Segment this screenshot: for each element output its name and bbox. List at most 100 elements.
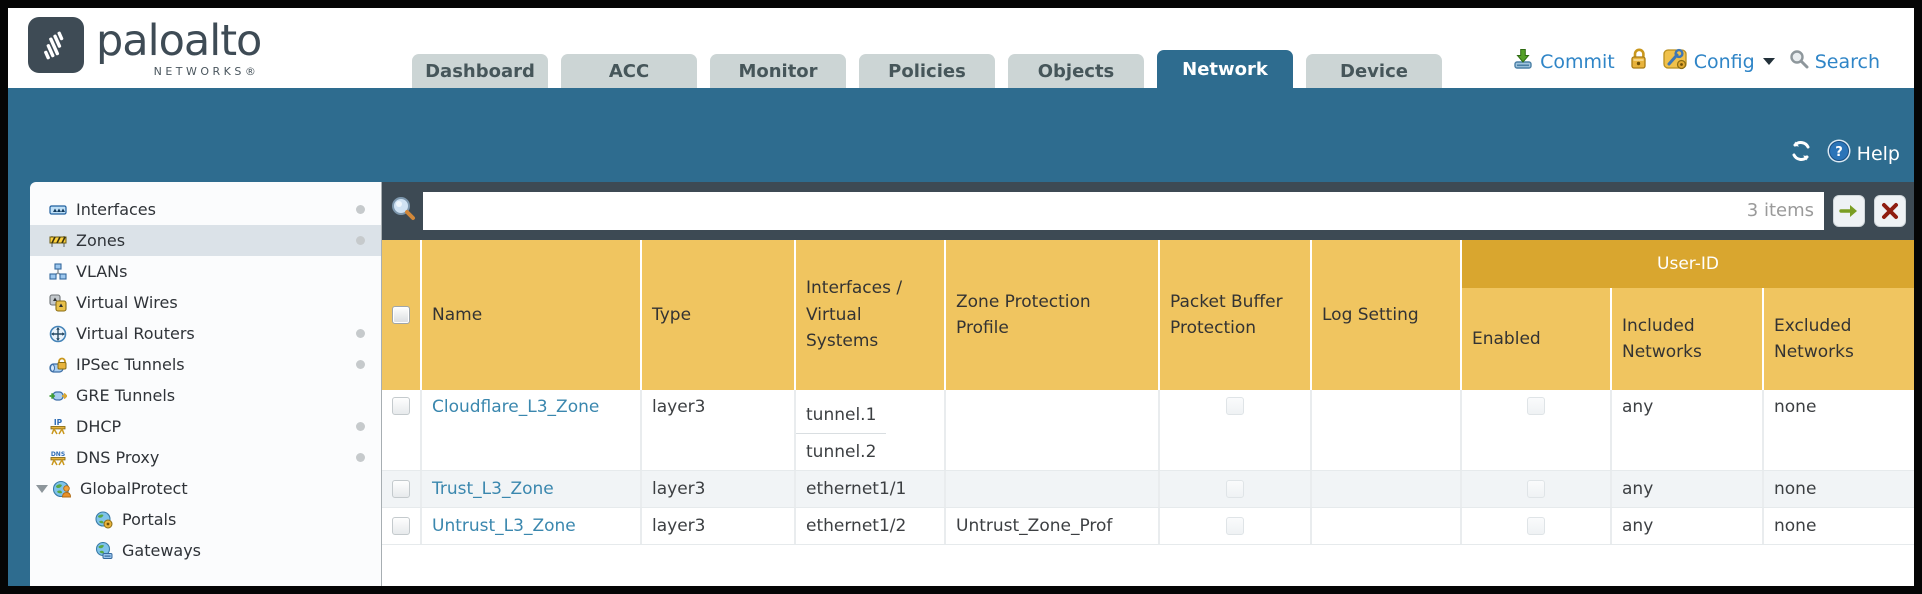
virtual-wires-icon [48,293,68,312]
tab-policies[interactable]: Policies [859,54,995,88]
config-menu-button[interactable]: Config [1663,47,1775,76]
sidebar-item-virtual-routers[interactable]: Virtual Routers [30,318,381,349]
tab-dashboard[interactable]: Dashboard [412,54,548,88]
commit-label: Commit [1540,50,1615,73]
zone-interfaces-cell: ethernet1/2 [796,508,944,544]
sidebar-item-vlans[interactable]: VLANs [30,256,381,287]
status-dot [356,329,365,338]
sidebar-item-dhcp[interactable]: IP DHCP [30,411,381,442]
apply-filter-button[interactable] [1833,195,1865,227]
packet-buffer-protection-checkbox[interactable] [1226,480,1244,498]
tab-objects[interactable]: Objects [1008,54,1144,88]
expand-caret-icon[interactable] [36,484,48,493]
column-header-name[interactable]: Name [422,240,640,390]
zone-name-link[interactable]: Untrust_L3_Zone [432,516,576,536]
sidebar-item-label: Portals [122,510,177,529]
main-nav-tabs: Dashboard ACC Monitor Policies Objects N… [412,50,1442,88]
log-setting-cell [1312,508,1460,544]
status-dot [356,236,365,245]
column-header-zone-protection-profile[interactable]: Zone Protection Profile [946,240,1158,390]
globalprotect-icon [52,480,72,498]
row-checkbox[interactable] [392,480,410,498]
sidebar-item-virtual-wires[interactable]: Virtual Wires [30,287,381,318]
sidebar-item-gateways[interactable]: Gateways [30,535,381,566]
green-arrow-icon [1839,205,1857,217]
sidebar-item-dns-proxy[interactable]: DNS DNS Proxy [30,442,381,473]
select-all-checkbox[interactable] [392,306,410,324]
tab-monitor[interactable]: Monitor [710,54,846,88]
status-dot [356,205,365,214]
paloalto-logo-icon [28,17,84,73]
excluded-networks-cell: none [1764,471,1914,507]
status-dot [356,453,365,462]
svg-text:DNS: DNS [51,451,65,458]
table-row: Trust_L3_Zone layer3 ethernet1/1 any non… [382,471,1914,508]
svg-text:?: ? [1835,145,1843,160]
user-id-group-header: User-ID [1462,240,1914,288]
column-header-interfaces[interactable]: Interfaces / Virtual Systems [796,240,944,390]
portals-icon [94,510,114,529]
excluded-networks-cell: none [1764,390,1914,470]
help-icon: ? [1826,138,1852,169]
status-dot [356,422,365,431]
band-toolbar: ? Help [1788,138,1900,169]
refresh-icon[interactable] [1788,138,1814,169]
sidebar-item-label: IPSec Tunnels [76,355,185,374]
column-header-type[interactable]: Type [642,240,794,390]
sidebar-item-label: VLANs [76,262,128,281]
ipsec-tunnels-icon [48,356,68,374]
sidebar-item-gre-tunnels[interactable]: GRE Tunnels [30,380,381,411]
column-header-packet-buffer-protection[interactable]: Packet Buffer Protection [1160,240,1310,390]
tab-device[interactable]: Device [1306,54,1442,88]
row-checkbox[interactable] [392,397,410,415]
user-id-enabled-checkbox[interactable] [1527,480,1545,498]
zone-name-link[interactable]: Trust_L3_Zone [432,479,554,499]
zone-type-cell: layer3 [642,390,794,470]
help-label: Help [1856,142,1900,165]
filter-search-icon [389,195,417,227]
sidebar-item-label: DNS Proxy [76,448,160,467]
zone-interfaces-cell: tunnel.1 tunnel.2 [796,390,944,470]
clear-filter-button[interactable] [1874,195,1906,227]
column-header-excluded-networks[interactable]: Excluded Networks [1764,288,1914,390]
logo-networks-text: NETWORKS® [153,65,260,78]
sidebar-item-interfaces[interactable]: Interfaces [30,194,381,225]
zones-content-pane: 3 items Name Type Interfaces / Virtual [382,182,1914,586]
search-button[interactable]: Search [1788,48,1880,75]
gateways-icon [94,541,114,560]
virtual-routers-icon [48,325,68,343]
network-sidebar: Interfaces Zones [30,182,382,586]
sidebar-item-portals[interactable]: Portals [30,504,381,535]
sidebar-item-globalprotect[interactable]: GlobalProtect [30,473,381,504]
packet-buffer-protection-checkbox[interactable] [1226,517,1244,535]
column-header-log-setting[interactable]: Log Setting [1312,240,1460,390]
column-header-enabled[interactable]: Enabled [1462,288,1610,390]
tab-network[interactable]: Network [1157,50,1293,88]
sidebar-item-ipsec-tunnels[interactable]: IPSec Tunnels [30,349,381,380]
user-id-enabled-checkbox[interactable] [1527,517,1545,535]
help-button[interactable]: ? Help [1826,138,1900,169]
log-setting-cell [1312,390,1460,470]
row-checkbox[interactable] [392,517,410,535]
config-icon [1663,47,1689,76]
excluded-networks-cell: none [1764,508,1914,544]
filter-bar: 3 items [382,182,1914,240]
search-icon [1788,48,1810,75]
user-id-enabled-checkbox[interactable] [1527,397,1545,415]
zone-name-link[interactable]: Cloudflare_L3_Zone [432,397,600,417]
included-networks-cell: any [1612,508,1762,544]
zone-type-cell: layer3 [642,508,794,544]
config-label: Config [1693,50,1755,73]
sidebar-item-label: Interfaces [76,200,156,219]
zone-type-cell: layer3 [642,471,794,507]
red-x-icon [1882,203,1898,219]
sidebar-item-zones[interactable]: Zones [30,225,381,256]
log-setting-cell [1312,471,1460,507]
tab-acc[interactable]: ACC [561,54,697,88]
filter-input[interactable] [423,192,1824,230]
app-window: paloalto NETWORKS® Dashboard ACC Monitor… [8,8,1914,586]
lock-icon[interactable] [1628,47,1650,76]
packet-buffer-protection-checkbox[interactable] [1226,397,1244,415]
column-header-included-networks[interactable]: Included Networks [1612,288,1762,390]
commit-button[interactable]: Commit [1511,47,1615,76]
